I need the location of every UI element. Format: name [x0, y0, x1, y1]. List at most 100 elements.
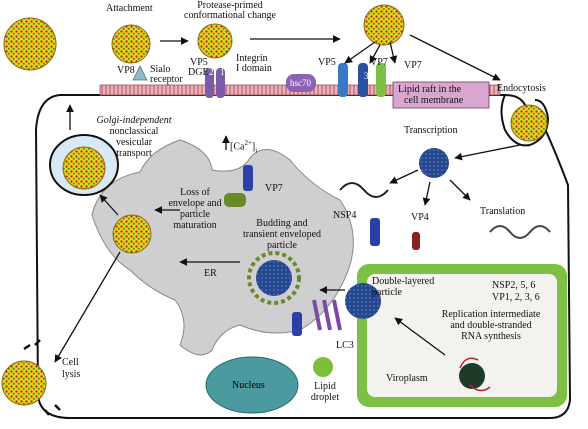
label-loss-2: envelope and [168, 198, 222, 209]
label-attachment: Attachment [106, 3, 153, 14]
hsc70-protein [286, 74, 316, 92]
label-transcription: Transcription [404, 125, 458, 136]
label-sialo-1: Sialo [150, 64, 171, 75]
virion-attachment [111, 24, 151, 64]
label-lipid-2: droplet [310, 392, 340, 403]
vp7-protein [224, 193, 246, 207]
label-vp7-er: VP7 [265, 183, 283, 194]
label-vp5-left: VP5 [190, 57, 208, 68]
virion-endocytosis [510, 104, 548, 142]
label-translation: Translation [480, 206, 526, 217]
label-lipid-1: Lipid [314, 381, 336, 392]
arrow-mature-to-golgi [99, 194, 119, 216]
transcribing-core [419, 148, 449, 178]
label-lipid-raft-1: Lipid raft in the [398, 84, 462, 95]
integrin-receptor [205, 68, 225, 98]
label-replication-2: and double-stranded [450, 320, 532, 331]
label-er: ER [204, 268, 217, 279]
label-golgi-1: Golgi-independent [96, 115, 172, 126]
nucleus [205, 356, 299, 414]
label-vp4: VP4 [411, 212, 429, 223]
enveloped-particle [247, 251, 301, 305]
mrna-strand-3 [459, 357, 491, 392]
sialo-receptor [132, 65, 148, 81]
label-loss-1: Loss of [180, 187, 210, 198]
label-golgi-4: transport [116, 148, 152, 159]
arrow-down-vp5 [344, 41, 376, 64]
label-viroplasm: Viroplasm [386, 373, 428, 384]
label-lipid-raft-2: cell membrane [404, 95, 464, 106]
virion-top-right [363, 4, 405, 46]
lc3-protein [312, 299, 342, 331]
arrow-translation [449, 179, 471, 201]
arrow-down-vp7a [369, 44, 381, 64]
endoplasmic-reticulum [91, 139, 354, 356]
virion-golgi [62, 146, 106, 190]
label-nsp-2: VP1, 2, 3, 6 [492, 292, 540, 303]
label-vp8: VP8 [117, 65, 135, 76]
label-vp5-mid: VP5 [318, 57, 336, 68]
mrna-strand [339, 182, 389, 198]
label-loss-3: particle [180, 209, 210, 220]
label-nsp-1: NSP2, 5, 6 [492, 280, 536, 291]
replication-intermediate [459, 363, 485, 389]
label-endocytosis: Endocytosis [497, 83, 546, 94]
viroplasm-inner [367, 274, 557, 397]
arrow-mature-to-lysis [54, 251, 121, 363]
calcium-channel [243, 165, 253, 191]
label-loss-4: maturation [173, 220, 217, 231]
label-dge: DGE [188, 67, 209, 78]
label-hsc70: hsc70 [290, 78, 311, 88]
endocytic-vesicle [500, 94, 550, 147]
label-sialo-2: receptor [150, 74, 183, 85]
label-nucleus: Nucleus [232, 380, 265, 391]
nsp4-protein [370, 218, 380, 246]
virion-protease [197, 23, 233, 59]
calcium-suffix: ] [251, 141, 256, 153]
arrow-transcription-out [389, 169, 419, 184]
arrow-vp4-down [422, 181, 431, 206]
label-integrin-1: Integrin [236, 53, 268, 64]
label-integrin-2: I domain [236, 63, 272, 74]
mrna-strand-2 [489, 225, 551, 239]
label-cell-1: Cell [62, 357, 79, 368]
label-calcium: [Ca2+]i [230, 138, 257, 156]
lipid-raft-box [392, 81, 490, 109]
label-cell-2: lysis [62, 369, 81, 380]
calcium-sub: i [255, 146, 258, 155]
calcium-prefix: [Ca [230, 141, 245, 153]
label-num-3: 3 [364, 71, 369, 81]
label-golgi-2: nonclassical [109, 126, 159, 137]
label-nsp4: NSP4 [333, 210, 357, 221]
label-vp7-top-1: VP7 [370, 57, 388, 68]
label-double-2: particle [372, 287, 402, 298]
label-num-1: 1 [220, 67, 225, 77]
label-golgi-3: vesicular [115, 137, 153, 148]
label-budding-2: transient enveloped [242, 229, 322, 240]
label-protease-1: Protease-primed [197, 0, 263, 11]
arrow-replication [394, 317, 446, 356]
arrow-endo-to-core [454, 144, 521, 161]
nsp4-protein-lower [292, 312, 302, 336]
label-budding-1: Budding and [256, 218, 308, 229]
label-replication-3: RNA synthesis [461, 331, 521, 342]
virion-lysis [1, 360, 47, 406]
label-num-2: 2 [209, 67, 214, 77]
virion-free-left [3, 17, 57, 71]
label-replication-1: Replication intermediate [441, 309, 541, 320]
vp4-protein [412, 232, 420, 250]
lipid-droplet [313, 357, 333, 377]
virion-maturation [112, 214, 152, 254]
lysis-dashes [23, 339, 61, 416]
double-layered-particle [345, 283, 381, 319]
receptor-complex [338, 63, 386, 97]
enveloped-particle-core [256, 260, 292, 296]
arrow-down-vp7b [389, 41, 398, 64]
label-lc3: LC3 [336, 340, 354, 351]
cell-outline [34, 94, 572, 419]
label-vp7-top-2: VP7 [404, 60, 422, 71]
label-budding-3: particle [267, 240, 297, 251]
label-double-1: Double-layered [372, 276, 435, 287]
label-protease-2: conformational change [184, 10, 276, 21]
